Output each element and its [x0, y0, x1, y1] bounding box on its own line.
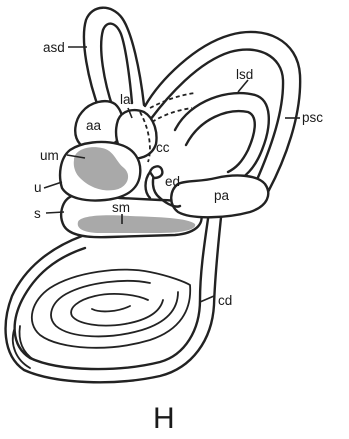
posterior-semicircular-duct	[145, 32, 300, 192]
lateral-semicircular-duct	[150, 93, 269, 184]
label-la: la	[120, 92, 131, 107]
panel-letter: H	[153, 402, 175, 435]
endolymphatic-duct	[146, 166, 163, 198]
label-asd: asd	[43, 40, 65, 55]
label-cd: cd	[218, 293, 232, 308]
label-aa: aa	[86, 118, 102, 133]
label-u: u	[34, 180, 42, 195]
label-psc: psc	[302, 110, 323, 125]
label-ed: ed	[165, 174, 180, 189]
label-cc: cc	[156, 140, 170, 155]
label-pa: pa	[214, 188, 230, 203]
label-sm: sm	[112, 200, 130, 215]
label-s: s	[34, 206, 41, 221]
anterior-semicircular-duct	[84, 8, 144, 112]
utricle	[60, 142, 140, 201]
label-lsd: lsd	[236, 67, 253, 82]
label-um: um	[40, 148, 59, 163]
